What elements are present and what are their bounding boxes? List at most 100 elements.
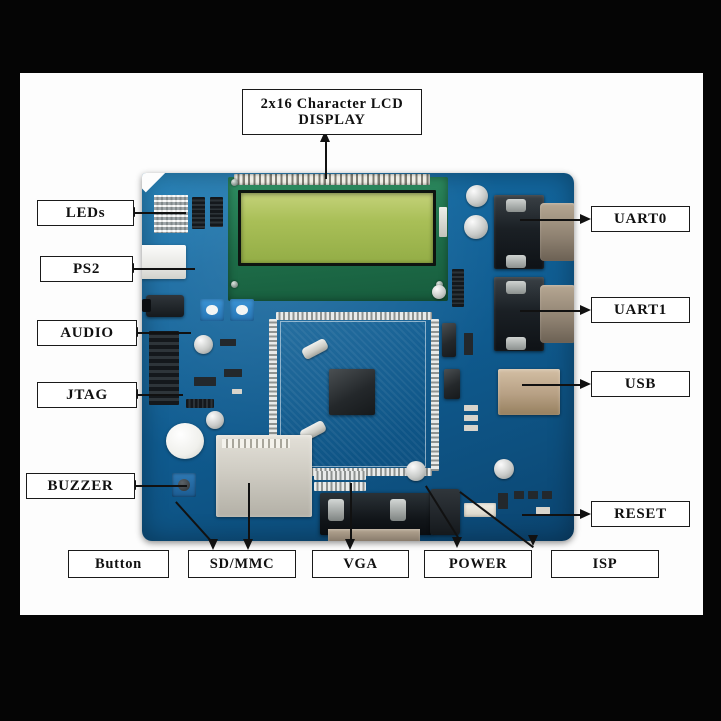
callout-jtag[interactable]: JTAG [37,382,137,408]
callout-reset[interactable]: RESET [591,501,690,527]
callout-power[interactable]: POWER [424,550,532,578]
arrow-reset [580,509,591,519]
buzzer [166,423,204,459]
mcu-pin-row-right [431,319,439,471]
callout-uart1[interactable]: UART1 [591,297,690,323]
power-cap-small [406,461,426,481]
callout-ps2-label: PS2 [72,260,101,277]
leader-jtag [137,394,183,396]
power-capacitor [430,489,460,535]
callout-buzzer-label: BUZZER [47,477,114,494]
audio-jack [146,295,184,317]
callout-isp-label: ISP [592,555,618,572]
callout-audio-label: AUDIO [60,324,114,341]
lcd-glass-screen [238,190,436,266]
usb-connector [498,369,560,415]
arrow-uart0 [580,214,591,224]
ic-right-upper [442,323,456,357]
leader-lcd [325,135,327,179]
smd-left-d [232,389,242,394]
callout-button-label: Button [95,555,142,572]
leader-reset [522,514,580,516]
callout-lcd-display-line1: 2x16 Character LCD [260,95,404,112]
smd-left-b [224,369,242,377]
mcu-pin-row-top [276,312,432,320]
header-bottom-center-2 [314,482,366,491]
callout-button[interactable]: Button [68,550,169,578]
vga-screw-right [390,499,406,521]
arrow-isp [528,535,538,546]
smd-left-c [194,377,216,386]
mcu-pin-row-left [269,319,277,471]
lcd-screw-bottom-left [231,281,238,288]
vga-screw-left [328,499,344,521]
header-top-left-b [210,197,223,227]
jtag-header [149,331,179,405]
callout-uart1-label: UART1 [614,301,667,318]
uart0-screw-bottom [506,255,526,268]
uart1-screw-bottom [506,337,526,350]
lcd-screw-bottom-right [436,281,443,288]
callout-uart0[interactable]: UART0 [591,206,690,232]
isp-cap [494,459,514,479]
arrow-button [208,539,218,550]
arrow-vga [345,539,355,550]
uart0-screw-top [506,199,526,212]
arrow-uart1 [580,305,591,315]
isp-component-b [514,491,524,499]
capacitor-top-right-b [464,215,488,239]
capacitor-mid-right [432,285,446,299]
callout-isp[interactable]: ISP [551,550,659,578]
trimpot-right [230,299,254,321]
uart0-connector-shell [540,203,574,261]
lcd-screw-top-left [231,179,238,186]
lcd-pin-header [234,174,430,185]
callout-sdmmc[interactable]: SD/MMC [188,550,296,578]
callout-lcd-display-line2: DISPLAY [298,112,366,128]
arrow-usb [580,379,591,389]
led-array-pins [154,195,188,233]
callout-lcd-display[interactable]: 2x16 Character LCD DISPLAY [242,89,422,135]
callout-usb[interactable]: USB [591,371,690,397]
header-top-left-a [192,197,205,229]
leader-vga [350,483,352,543]
callout-audio[interactable]: AUDIO [37,320,137,346]
callout-ps2[interactable]: PS2 [40,256,133,282]
callout-jtag-label: JTAG [66,386,108,403]
header-right-upper [452,269,464,307]
leader-uart1 [520,310,580,312]
sd-mmc-slot [216,435,312,517]
isp-component-a [498,493,508,509]
leader-ps2 [133,268,195,270]
ps2-connector [142,245,186,279]
isp-component-c [528,491,538,499]
arrow-lcd [320,131,330,142]
callout-uart0-label: UART0 [614,210,667,227]
callout-buzzer[interactable]: BUZZER [26,473,135,499]
smd-right-a [464,333,473,355]
lcd-contrast-tab [439,207,447,237]
callout-sdmmc-label: SD/MMC [209,555,275,572]
vga-connector-shell [328,529,420,541]
capacitor-left [194,335,213,354]
callout-vga-label: VGA [343,555,378,572]
smd-left-a [220,339,236,346]
callout-vga[interactable]: VGA [312,550,409,578]
callout-usb-label: USB [624,375,657,392]
isp-component-e [536,507,550,514]
callout-reset-label: RESET [614,505,667,522]
sd-mmc-contacts [222,439,290,448]
capacitor-left-lower [206,411,224,429]
uart1-connector-shell [540,285,574,343]
ic-right-mid [444,369,460,399]
callout-power-label: POWER [448,555,508,572]
capacitor-top-right-a [466,185,488,207]
header-mid-left [186,399,214,408]
isp-component-d [542,491,552,499]
arrow-power [452,537,462,548]
smd-right-d [464,425,478,431]
leader-buzzer [135,485,187,487]
callout-leds[interactable]: LEDs [37,200,134,226]
mcu-chip [329,369,375,415]
